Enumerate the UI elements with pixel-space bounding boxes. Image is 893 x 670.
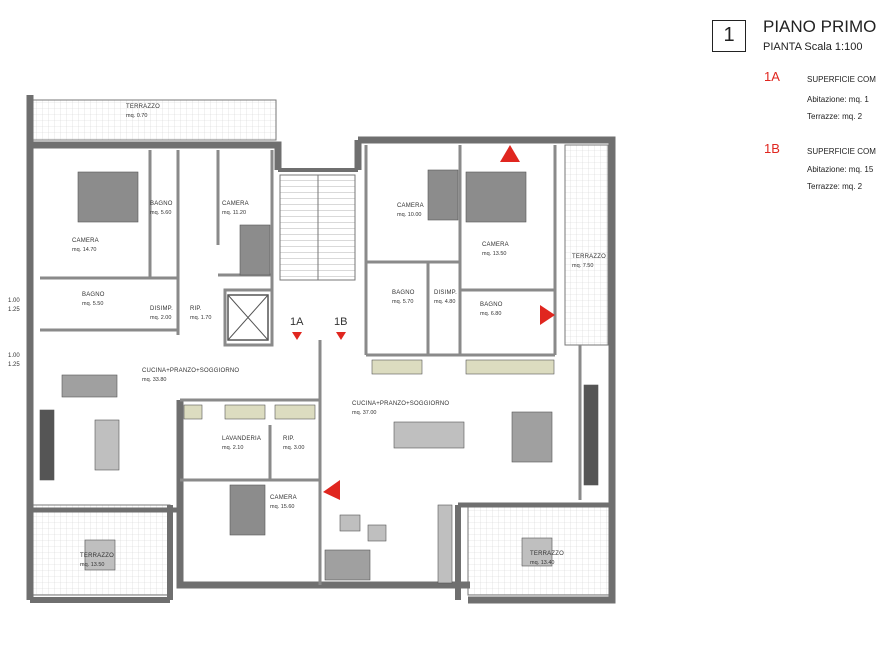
walls bbox=[26, 95, 616, 604]
room-labels: TERRAZZO mq. 0.70 CAMERA mq. 14.70 BAGNO… bbox=[72, 104, 606, 568]
room-name: CAMERA bbox=[397, 203, 424, 209]
elevation-marks: 1.00 1.25 1.00 1.25 bbox=[8, 298, 20, 368]
legend-heading: SUPERFICIE COM bbox=[807, 75, 876, 84]
unit-1b-arrow bbox=[336, 332, 346, 340]
legend-terrazze: Terrazze: mq. 2 bbox=[807, 112, 863, 121]
room-area: mq. 13.40 bbox=[530, 560, 554, 566]
room-name: LAVANDERIA bbox=[222, 436, 261, 442]
room-name: RIP. bbox=[190, 306, 202, 312]
room-area: mq. 7.50 bbox=[572, 263, 593, 269]
room-area: mq. 2.10 bbox=[222, 445, 243, 451]
elevation-bottom: 1.25 bbox=[8, 307, 20, 313]
room-area: mq. 13.50 bbox=[80, 562, 104, 568]
room-name: BAGNO bbox=[392, 290, 415, 296]
entry-marker-right bbox=[540, 305, 555, 325]
entry-marker-bottom bbox=[323, 480, 340, 500]
room-name: CAMERA bbox=[72, 238, 99, 244]
room-area: mq. 11.20 bbox=[222, 210, 246, 216]
room-area: mq. 10.00 bbox=[397, 212, 421, 218]
room-name: BAGNO bbox=[82, 292, 105, 298]
room-name: CAMERA bbox=[482, 242, 509, 248]
room-area: mq. 6.80 bbox=[480, 311, 501, 317]
room-area: mq. 2.00 bbox=[150, 315, 171, 321]
room-name: BAGNO bbox=[480, 302, 503, 308]
room-area: mq. 5.60 bbox=[150, 210, 171, 216]
legend-unit-id: 1A bbox=[764, 69, 780, 84]
unit-1b-label: 1B bbox=[334, 316, 347, 328]
room-area: mq. 37.00 bbox=[352, 410, 376, 416]
room-name: CUCINA+PRANZO+SOGGIORNO bbox=[352, 401, 449, 407]
room-area: mq. 4.80 bbox=[434, 299, 455, 305]
room-area: mq. 5.50 bbox=[82, 301, 103, 307]
legend-unit-id: 1B bbox=[764, 141, 780, 156]
legend-heading: SUPERFICIE COM bbox=[807, 147, 876, 156]
drawing-subtitle: PIANTA Scala 1:100 bbox=[763, 41, 863, 53]
room-area: mq. 13.50 bbox=[482, 251, 506, 257]
room-area: mq. 5.70 bbox=[392, 299, 413, 305]
room-area: mq. 0.70 bbox=[126, 113, 147, 119]
inner-walls bbox=[40, 145, 582, 585]
room-name: TERRAZZO bbox=[572, 254, 606, 260]
room-name: TERRAZZO bbox=[126, 104, 160, 110]
legend-abitazione: Abitazione: mq. 15 bbox=[807, 165, 874, 174]
room-name: DISIMP. bbox=[434, 290, 457, 296]
room-name: BAGNO bbox=[150, 201, 173, 207]
unit-1a-arrow bbox=[292, 332, 302, 340]
room-name: DISIMP. bbox=[150, 306, 173, 312]
room-name: TERRAZZO bbox=[530, 551, 564, 557]
unit-markers: 1A 1B bbox=[290, 145, 555, 500]
room-name: CAMERA bbox=[270, 495, 297, 501]
sheet-number: 1 bbox=[712, 20, 746, 52]
room-area: mq. 14.70 bbox=[72, 247, 96, 253]
elevation-top: 1.00 bbox=[8, 353, 20, 359]
room-name: RIP. bbox=[283, 436, 295, 442]
room-name: CUCINA+PRANZO+SOGGIORNO bbox=[142, 368, 239, 374]
room-name: CAMERA bbox=[222, 201, 249, 207]
terrace-right bbox=[564, 144, 609, 346]
legend-terrazze: Terrazze: mq. 2 bbox=[807, 182, 863, 191]
room-name: TERRAZZO bbox=[80, 553, 114, 559]
room-area: mq. 1.70 bbox=[190, 315, 211, 321]
unit-1a-label: 1A bbox=[290, 316, 304, 328]
drawing-title: PIANO PRIMO bbox=[763, 17, 877, 36]
entry-marker-top bbox=[500, 145, 520, 162]
room-area: mq. 3.00 bbox=[283, 445, 304, 451]
elevation-top: 1.00 bbox=[8, 298, 20, 304]
legend-abitazione: Abitazione: mq. 1 bbox=[807, 95, 869, 104]
elevation-bottom: 1.25 bbox=[8, 362, 20, 368]
room-area: mq. 33.80 bbox=[142, 377, 166, 383]
room-area: mq. 15.60 bbox=[270, 504, 294, 510]
furniture bbox=[39, 169, 599, 584]
